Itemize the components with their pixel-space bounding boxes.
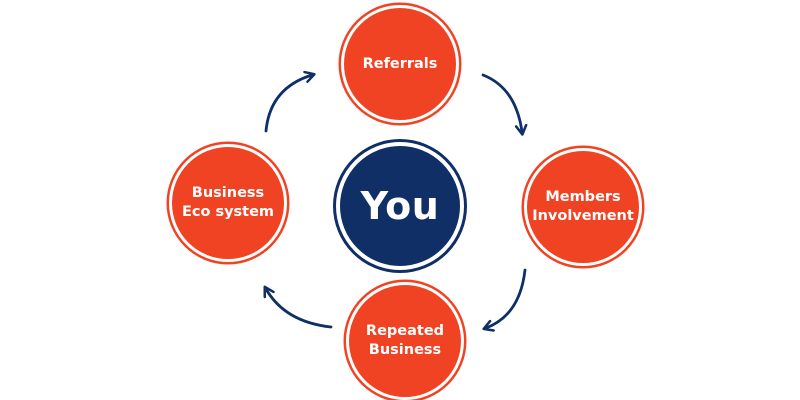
center-label: You bbox=[360, 184, 440, 228]
center-node-you: You bbox=[336, 142, 464, 270]
node-business-eco-system: Business Eco system bbox=[169, 144, 287, 262]
node-label: Members Involvement bbox=[532, 189, 634, 224]
node-members-involvement: Members Involvement bbox=[524, 148, 642, 266]
arrow-business-to-referrals bbox=[264, 70, 316, 133]
node-label: Referrals bbox=[362, 55, 438, 72]
arrow-members-to-repeated bbox=[482, 268, 527, 332]
arrow-referrals-to-members bbox=[481, 73, 528, 136]
node-label: Repeated Business bbox=[365, 323, 445, 358]
node-repeated-business: Repeated Business bbox=[346, 282, 464, 400]
node-label: Business Eco system bbox=[181, 185, 275, 220]
node-referrals: Referrals bbox=[341, 5, 459, 123]
arrow-repeated-to-business bbox=[263, 285, 333, 329]
